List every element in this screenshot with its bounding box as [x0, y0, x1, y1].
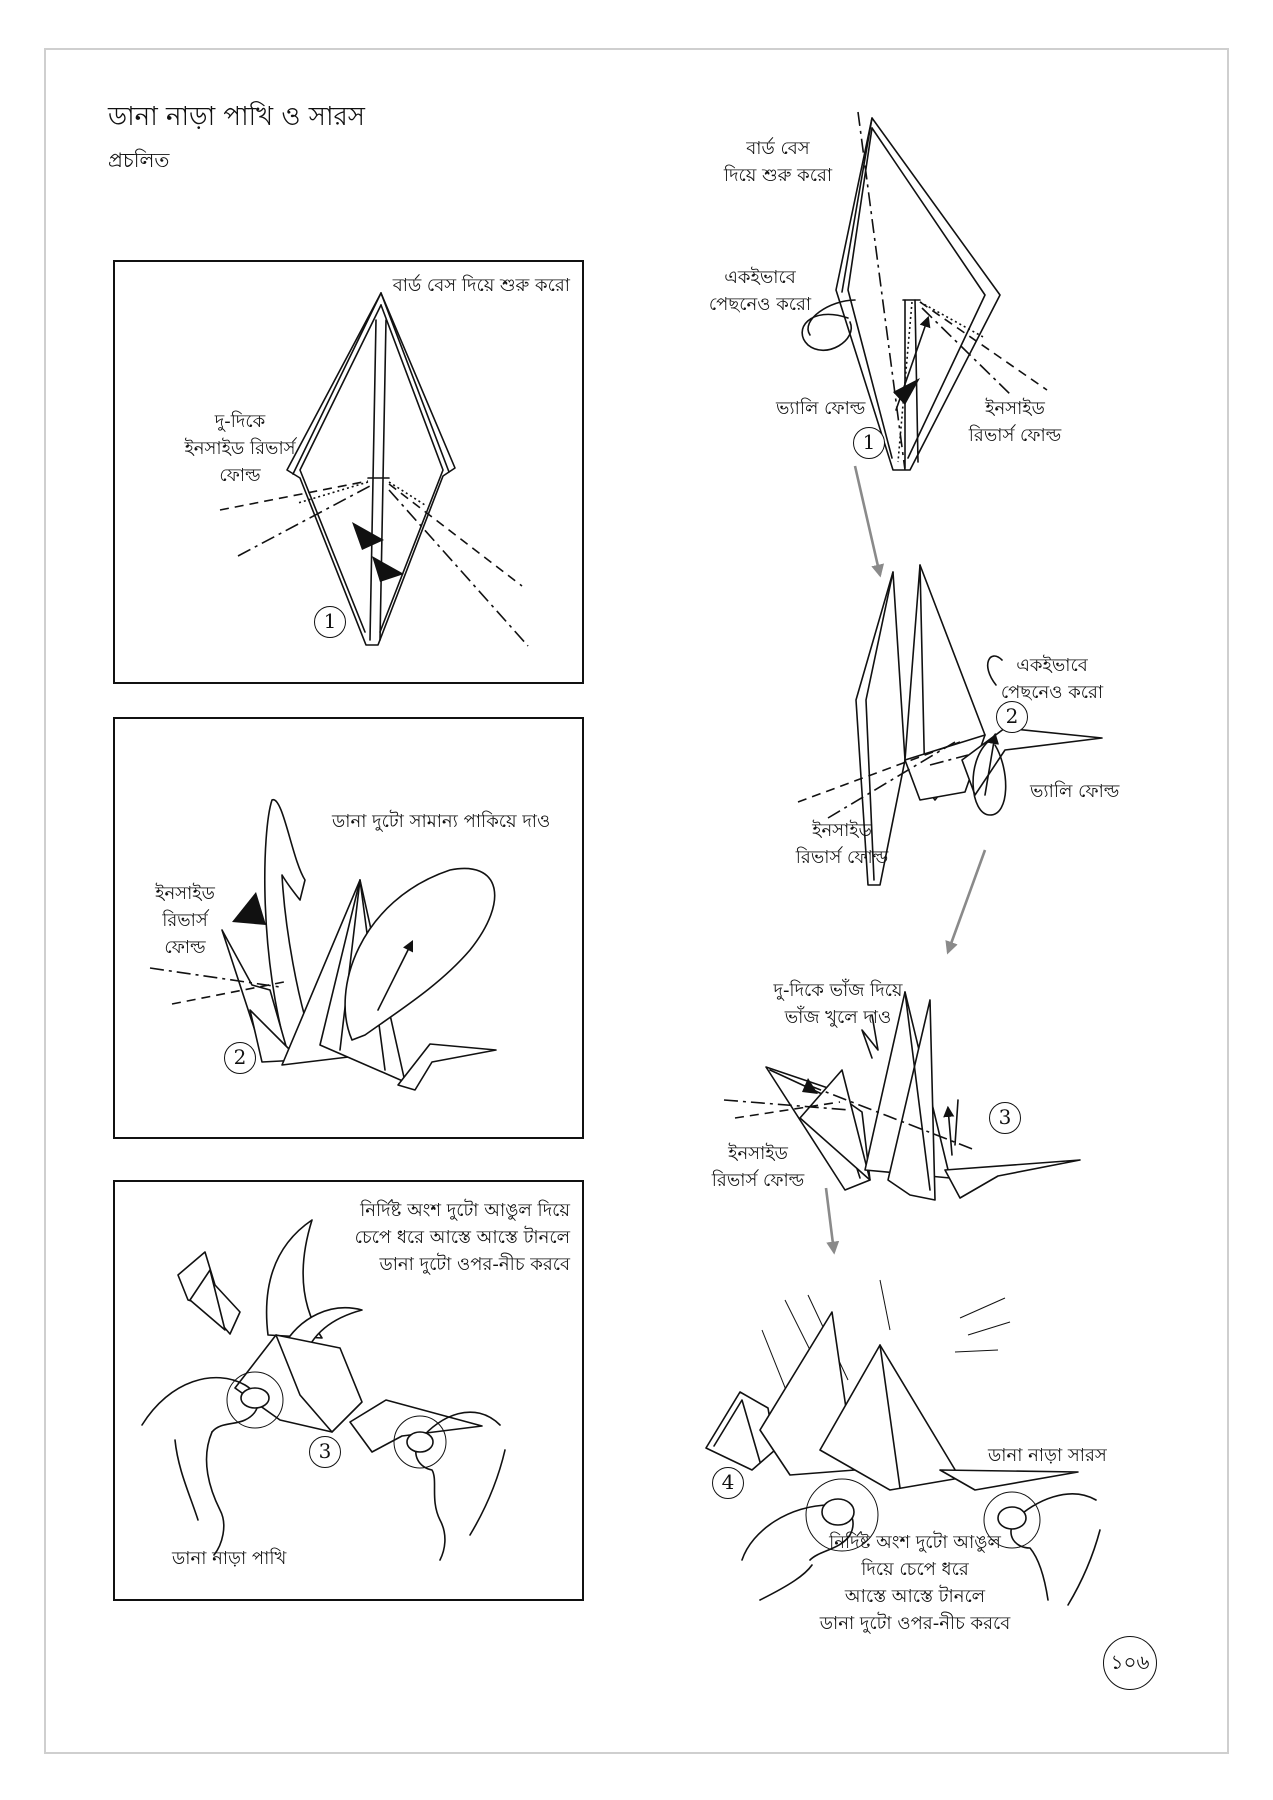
flow-arrow — [824, 1187, 840, 1255]
label-line: পেছনেও করো — [708, 294, 812, 315]
left-step-1-fold-label: দু-দিকে ইনসাইড রিভার্স ফোল্ড — [150, 408, 330, 489]
label-line: ফোল্ড — [164, 937, 206, 958]
step-number-badge: 1 — [314, 606, 346, 638]
label-line: ইনসাইড — [985, 398, 1045, 419]
label-line: পেছনেও করো — [1000, 682, 1104, 703]
right-step-3-crease-label: দু-দিকে ভাঁজ দিয়ে ভাঁজ খুলে দাও — [758, 977, 918, 1031]
label-line: ডানা দুটো ওপর-নীচ করবে — [379, 1254, 570, 1275]
right-step-4-instruction: নির্দিষ্ট অংশ দুটো আঙুল দিয়ে চেপে ধরে আ… — [795, 1529, 1035, 1637]
right-step-3-reverse-label: ইনসাইড রিভার্স ফোল্ড — [678, 1140, 838, 1194]
right-step-2-reverse-label: ইনসাইড রিভার্স ফোল্ড — [762, 817, 922, 871]
label-line: দিয়ে চেপে ধরে — [861, 1559, 969, 1580]
step-number-badge: 3 — [309, 1436, 341, 1468]
label-line: দিয়ে শুরু করো — [723, 165, 833, 186]
label-line: বার্ড বেস — [746, 138, 810, 159]
flow-arrow — [853, 465, 885, 578]
label-line: একইভাবে — [724, 267, 796, 288]
label-line: ইনসাইড — [812, 820, 872, 841]
step-number-badge: 2 — [996, 701, 1028, 733]
right-step-4-hands-crane-diagram — [705, 1279, 1101, 1606]
label-line: দু-দিকে ভাঁজ দিয়ে — [773, 980, 903, 1001]
right-step-1-repeat-label: একইভাবে পেছনেও করো — [680, 264, 840, 318]
label-line: ইনসাইড — [728, 1143, 788, 1164]
label-line: ভাঁজ খুলে দাও — [784, 1007, 892, 1028]
panel-step-1-frame — [113, 260, 584, 684]
right-step-2-crane-diagram — [797, 564, 1103, 886]
right-step-2-repeat-label: একইভাবে পেছনেও করো — [972, 652, 1132, 706]
right-step-1-bird-base-diagram — [801, 111, 1048, 471]
push-arrow-icon — [893, 378, 920, 405]
label-line: রিভার্স ফোল্ড — [968, 425, 1062, 446]
left-step-3-result-label: ডানা নাড়া পাখি — [172, 1548, 287, 1569]
push-arrow-icon — [232, 892, 266, 925]
step-number-badge: 3 — [989, 1102, 1021, 1134]
left-step-2-fold-label: ইনসাইড রিভার্স ফোল্ড — [135, 880, 235, 961]
label-line: রিভার্স ফোল্ড — [711, 1170, 805, 1191]
left-step-3-hands-diagram — [141, 1219, 506, 1561]
thumb — [406, 1431, 434, 1453]
thumb — [821, 1498, 855, 1526]
left-step-1-bird-base-diagram — [219, 292, 529, 647]
left-step-1-start-label: বার্ড বেস দিয়ে শুরু করো — [392, 275, 570, 296]
step-number-badge: 2 — [224, 1042, 256, 1074]
panel-step-2-frame — [113, 717, 584, 1139]
page-title: ডানা নাড়া পাখি ও সারস — [108, 102, 365, 132]
label-line: ডানা দুটো ওপর-নীচ করবে — [819, 1613, 1011, 1634]
push-arrow-icon — [352, 522, 384, 550]
page-subtitle: প্রচলিত — [108, 148, 170, 172]
label-line: আস্তে আস্তে টানলে — [844, 1586, 986, 1607]
step-number-badge: 4 — [712, 1467, 744, 1499]
label-line: ইনসাইড — [155, 883, 215, 904]
label-line: নির্দিষ্ট অংশ দুটো আঙুল দিয়ে — [360, 1200, 570, 1221]
left-step-2-instruction: ডানা দুটো সামান্য পাকিয়ে দাও — [332, 811, 551, 832]
left-step-3-instruction: নির্দিষ্ট অংশ দুটো আঙুল দিয়ে চেপে ধরে আ… — [355, 1197, 570, 1278]
thumb — [240, 1387, 270, 1409]
right-step-1-start-label: বার্ড বেস দিয়ে শুরু করো — [698, 135, 858, 189]
right-step-1-valley-label: ভ্যালি ফোল্ড — [776, 398, 866, 419]
label-line: দু-দিকে — [214, 411, 266, 432]
label-line: নির্দিষ্ট অংশ দুটো আঙুল — [829, 1532, 1001, 1553]
right-step-4-result-label: ডানা নাড়া সারস — [988, 1445, 1107, 1466]
step-number-badge: 1 — [853, 427, 885, 459]
left-step-2-wing-shaping-diagram — [149, 799, 497, 1091]
right-step-3-crane-diagram — [723, 991, 1081, 1201]
push-arrow-icon — [802, 1078, 818, 1094]
label-line: ইনসাইড রিভার্স — [184, 438, 296, 459]
thumb — [997, 1506, 1027, 1530]
label-line: চেপে ধরে আস্তে আস্তে টানলে — [354, 1227, 570, 1248]
label-line: রিভার্স ফোল্ড — [795, 847, 889, 868]
push-arrow-icon — [372, 556, 404, 582]
right-step-1-reverse-label: ইনসাইড রিভার্স ফোল্ড — [935, 395, 1095, 449]
label-line: একইভাবে — [1016, 655, 1088, 676]
panel-step-3-frame — [113, 1180, 584, 1601]
label-line: ফোল্ড — [219, 465, 261, 486]
right-step-2-valley-label: ভ্যালি ফোল্ড — [1030, 781, 1120, 802]
page-number: ১০৬ — [1103, 1636, 1157, 1690]
flow-arrow — [945, 849, 987, 955]
label-line: রিভার্স — [162, 910, 208, 931]
page-border — [44, 48, 1229, 1754]
